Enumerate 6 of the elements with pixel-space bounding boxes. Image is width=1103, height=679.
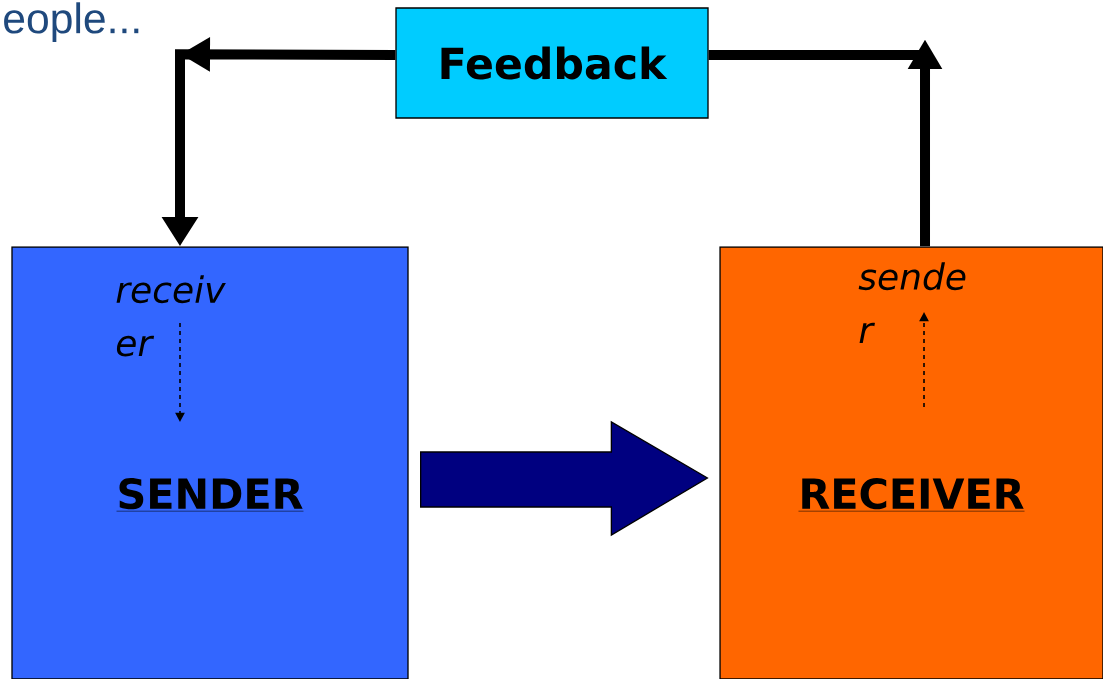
heading: eople...: [4, 2, 139, 43]
feedback-box: Feedback: [395, 7, 709, 119]
sender-box: receiv er SENDER: [11, 246, 409, 679]
arrow: [708, 39, 943, 247]
receiver-box: sende r RECEIVER: [719, 246, 1103, 679]
arrow: [420, 420, 709, 537]
